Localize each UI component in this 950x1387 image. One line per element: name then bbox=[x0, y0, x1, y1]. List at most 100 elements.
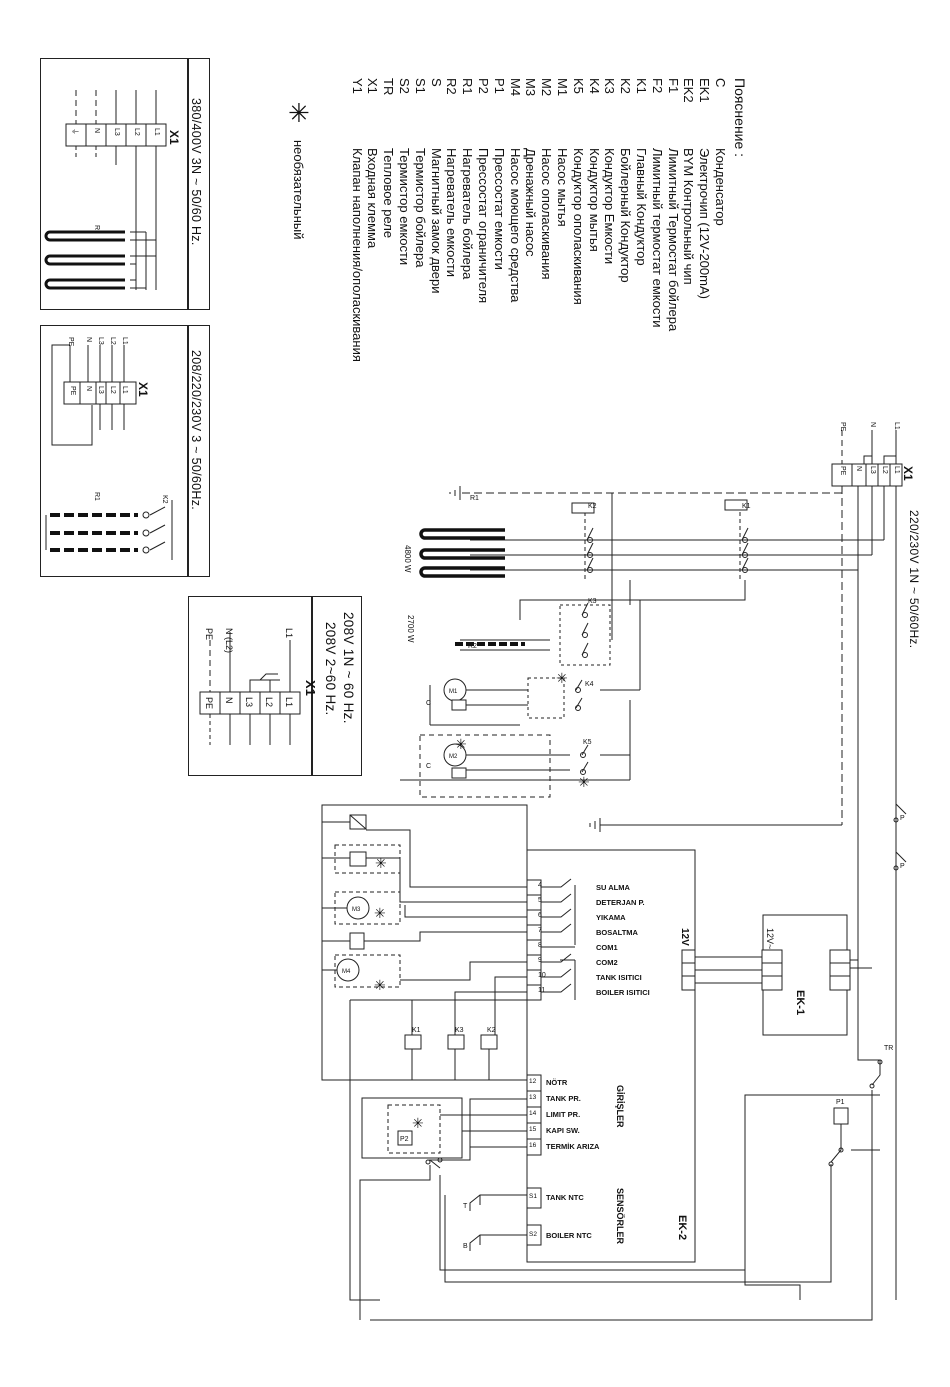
ek2-name: EK-2 bbox=[676, 1215, 688, 1241]
ek2-input-number: 12 bbox=[529, 1078, 537, 1085]
box1-terminal: L2 bbox=[133, 128, 140, 136]
main-terminal: L2 bbox=[881, 466, 888, 474]
box3-terminal: N bbox=[224, 697, 234, 704]
k1-contactor bbox=[724, 499, 749, 582]
main-terminal: PE bbox=[839, 466, 846, 476]
ek2-output-label: TANK ISITICI bbox=[596, 973, 642, 982]
ek2-input-label: TANK PR. bbox=[546, 1094, 581, 1103]
ek1-box bbox=[694, 914, 872, 1036]
box2-line: PE bbox=[67, 337, 74, 347]
box2-line: L1 bbox=[121, 337, 128, 345]
ek2-input-number: 16 bbox=[529, 1142, 537, 1149]
box2-terminal: N bbox=[85, 386, 92, 392]
svg-text:✳: ✳ bbox=[455, 736, 467, 752]
box3-terminal: L1 bbox=[284, 697, 294, 708]
svg-text:P: P bbox=[900, 863, 905, 870]
r1-rating: 4800 W bbox=[403, 545, 412, 573]
ek2-output-label: DETERJAN P. bbox=[596, 898, 645, 907]
ek2-output-label: YIKAMA bbox=[596, 913, 626, 922]
ek2-terminal-number: 4 bbox=[538, 882, 542, 889]
inputs-wiring bbox=[359, 960, 883, 1321]
box1-terminal: L1 bbox=[153, 128, 160, 136]
ek2-terminal-number: 5 bbox=[538, 897, 542, 904]
ek2-input-number: 15 bbox=[529, 1126, 537, 1133]
svg-text:B: B bbox=[463, 1243, 468, 1250]
main-terminal: L1 bbox=[893, 466, 900, 474]
k4-wash-pump: M1 bbox=[429, 600, 641, 726]
box3-line: PE bbox=[204, 628, 214, 641]
ek2-output-label: BOSALTMA bbox=[596, 928, 638, 937]
k2-contactor bbox=[571, 502, 595, 582]
svg-text:✳: ✳ bbox=[374, 977, 386, 993]
ek2-input-number: 14 bbox=[529, 1110, 537, 1117]
box2-terminal: L1 bbox=[121, 386, 128, 394]
ek2-terminal-number: 8 bbox=[538, 942, 542, 949]
box3-wiring bbox=[199, 632, 301, 745]
sensors-wiring bbox=[469, 1194, 527, 1251]
ek2-terminal-number: 9 bbox=[538, 957, 542, 964]
optional-symbol: ✳ bbox=[288, 98, 310, 128]
box2-terminal: L3 bbox=[97, 386, 104, 394]
box1-terminal: N bbox=[93, 128, 100, 134]
box3-terminal: PE bbox=[204, 697, 214, 710]
ek1-name: EK-1 bbox=[794, 990, 806, 1016]
svg-text:K2: K2 bbox=[588, 503, 597, 510]
main-terminal: L3 bbox=[869, 466, 876, 474]
main-terminal-x1 bbox=[831, 430, 903, 1300]
ek2-output-label: COM2 bbox=[596, 958, 618, 967]
ek2-output-label: COM1 bbox=[596, 943, 618, 952]
box1-terminal: L3 bbox=[113, 128, 120, 136]
svg-text:✳: ✳ bbox=[412, 1115, 424, 1131]
main-supply-line: N bbox=[869, 422, 876, 428]
svg-text:C: C bbox=[426, 763, 431, 770]
ek2-inputs-title: GİRİŞLER bbox=[615, 1085, 625, 1128]
box2-line: L2 bbox=[109, 337, 116, 345]
variant-box-208v-1ph bbox=[188, 596, 362, 776]
ek2-terminal-number: 10 bbox=[538, 972, 546, 979]
svg-text:T: T bbox=[463, 1203, 468, 1210]
ek2-output-label: SU ALMA bbox=[596, 883, 630, 892]
box2-terminal: L2 bbox=[109, 386, 116, 394]
k5-rinse-pump: M2 bbox=[400, 700, 631, 798]
ek2-terminal-number: 6 bbox=[538, 912, 542, 919]
ek2-12v: 12V bbox=[679, 928, 690, 946]
main-terminal-label: X1 bbox=[901, 466, 915, 481]
ek2-terminal-number: 11 bbox=[538, 987, 546, 994]
ek2-terminal-number: 7 bbox=[538, 927, 542, 934]
svg-text:K4: K4 bbox=[585, 681, 594, 688]
ek2-input-label: TERMİK ARIZA bbox=[546, 1142, 600, 1151]
svg-text:TR: TR bbox=[884, 1045, 893, 1052]
svg-text:R2: R2 bbox=[468, 643, 477, 650]
pressure-switches bbox=[893, 803, 907, 871]
main-supply-line: L1 bbox=[893, 422, 900, 430]
box3-line: N (L2) bbox=[224, 628, 234, 654]
box2-heater-label: R1 bbox=[93, 492, 100, 501]
box2-contactor-label: K2 bbox=[161, 495, 168, 504]
svg-text:K1: K1 bbox=[742, 503, 751, 510]
box2-terminal: PE bbox=[69, 386, 76, 396]
ek2-sensor-number: S1 bbox=[529, 1193, 537, 1200]
svg-text:✳: ✳ bbox=[374, 905, 386, 921]
svg-text:M1: M1 bbox=[449, 689, 458, 695]
k3-tank-heater bbox=[455, 602, 611, 666]
svg-text:P: P bbox=[900, 815, 905, 822]
box2-line: N bbox=[85, 337, 92, 343]
svg-text:K3: K3 bbox=[455, 1027, 464, 1034]
box3-terminal: L3 bbox=[244, 697, 254, 708]
svg-text:M2: M2 bbox=[449, 754, 458, 760]
box2-wiring bbox=[45, 344, 173, 560]
ek2-sensor-number: S2 bbox=[529, 1231, 537, 1238]
main-voltage: 220/230V 1N ~ 50/60Hz. bbox=[907, 510, 921, 649]
svg-text:M3: M3 bbox=[352, 907, 361, 913]
svg-text:✳: ✳ bbox=[375, 855, 387, 871]
box2-line: L3 bbox=[97, 337, 104, 345]
svg-text:✳: ✳ bbox=[578, 774, 590, 790]
svg-text:K3: K3 bbox=[588, 598, 597, 605]
ek2-sensor-label: BOILER NTC bbox=[546, 1231, 592, 1240]
svg-text:R1: R1 bbox=[470, 495, 479, 502]
box3-terminal: L2 bbox=[264, 697, 274, 708]
left-loads: M3 M4 bbox=[321, 804, 528, 1301]
box1-heater-label: R1 bbox=[93, 225, 100, 234]
ek2-input-number: 13 bbox=[529, 1094, 537, 1101]
box1-wiring bbox=[44, 90, 167, 290]
